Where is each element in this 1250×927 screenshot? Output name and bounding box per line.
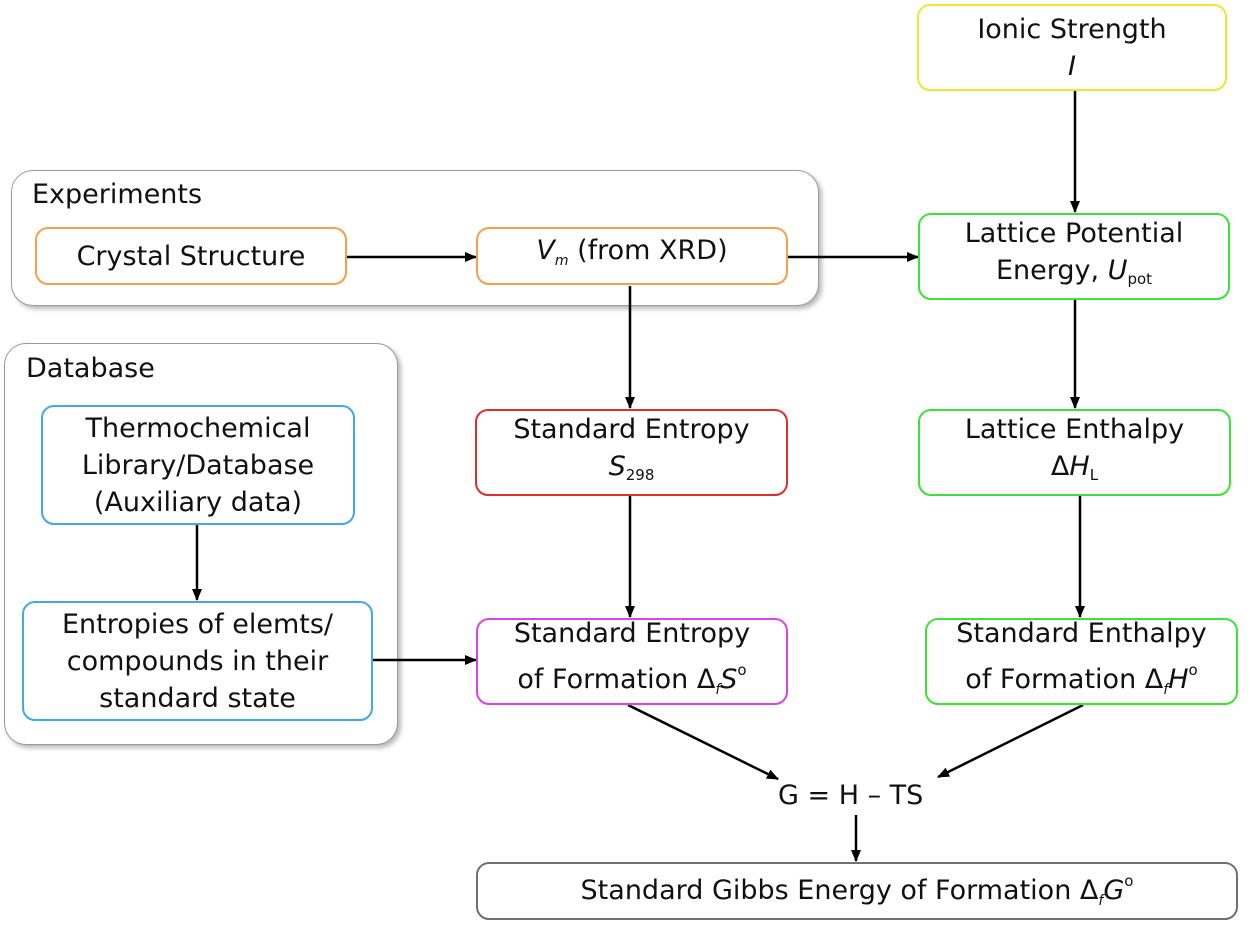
- entropy-formation-box: Standard Entropy of Formation ΔfSo: [476, 618, 788, 705]
- entropy-formation-delta: Δ: [696, 663, 716, 695]
- ionic-strength-symbol: I: [1068, 50, 1076, 82]
- enthalpy-formation-delta: Δ: [1144, 663, 1164, 695]
- standard-entropy-symbol: S: [608, 451, 626, 482]
- lattice-potential-box: Lattice Potential Energy, Upot: [918, 213, 1230, 300]
- lattice-potential-symbol: U: [1107, 255, 1128, 286]
- database-group-label: Database: [26, 353, 155, 384]
- lattice-enthalpy-line2: ΔHL: [1051, 448, 1098, 494]
- thermo-library-line2: Library/Database: [81, 449, 315, 481]
- thermo-library-line3: (Auxiliary data): [93, 486, 303, 518]
- standard-entropy-line1: Standard Entropy: [513, 414, 750, 445]
- enthalpy-formation-line1: Standard Enthalpy: [956, 617, 1207, 649]
- entropy-formation-line2: of Formation ΔfSo: [517, 652, 746, 709]
- entropy-formation-symbol: S: [720, 663, 738, 695]
- gibbs-formation-delta: Δ: [1079, 874, 1099, 906]
- entropies-elements-line3: standard state: [99, 682, 296, 714]
- vm-symbol: V: [536, 235, 555, 266]
- lattice-enthalpy-line1: Lattice Enthalpy: [964, 414, 1185, 445]
- enthalpy-formation-superscript: o: [1188, 660, 1198, 679]
- enthalpy-formation-line2-text: of Formation: [965, 663, 1145, 695]
- entropy-formation-line1: Standard Entropy: [513, 617, 751, 649]
- crystal-structure-label: Crystal Structure: [76, 240, 306, 272]
- lattice-potential-subscript: pot: [1127, 270, 1153, 288]
- lattice-enthalpy-box: Lattice Enthalpy ΔHL: [918, 409, 1231, 496]
- entropies-elements-line2: compounds in their: [66, 645, 329, 677]
- entropy-formation-superscript: o: [737, 660, 747, 679]
- vm-box: Vm (from XRD): [476, 227, 788, 285]
- gibbs-formation-superscript: o: [1124, 871, 1134, 890]
- vm-subscript: m: [554, 253, 569, 269]
- thermo-library-line1: Thermochemical: [85, 412, 311, 444]
- gibbs-formation-box: Standard Gibbs Energy of Formation ΔfGo: [476, 862, 1238, 920]
- experiments-group-label: Experiments: [32, 179, 203, 210]
- standard-entropy-line2: S298: [609, 448, 655, 494]
- lattice-potential-line2-text: Energy,: [995, 255, 1108, 286]
- ionic-strength-label: Ionic Strength: [977, 13, 1167, 45]
- vm-label: Vm (from XRD): [536, 232, 727, 280]
- entropy-formation-subscript: f: [715, 681, 721, 698]
- entropies-elements-box: Entropies of elemts/ compounds in their …: [22, 601, 373, 721]
- gibbs-formation-subscript: f: [1098, 892, 1104, 909]
- enthalpy-formation-box: Standard Enthalpy of Formation ΔfHo: [925, 618, 1238, 705]
- crystal-structure-box: Crystal Structure: [35, 227, 347, 285]
- enthalpy-formation-line2: of Formation ΔfHo: [965, 652, 1197, 709]
- gibbs-equation: G = H – TS: [778, 780, 924, 811]
- ionic-strength-box: Ionic Strength I: [917, 4, 1227, 91]
- lattice-potential-line1: Lattice Potential: [964, 218, 1184, 249]
- enthalpy-formation-symbol: H: [1168, 663, 1189, 695]
- standard-entropy-subscript: 298: [625, 466, 655, 484]
- thermo-library-box: Thermochemical Library/Database (Auxilia…: [41, 405, 355, 525]
- enthalpy-formation-subscript: f: [1163, 681, 1169, 698]
- lattice-enthalpy-symbol: H: [1069, 451, 1090, 482]
- standard-entropy-box: Standard Entropy S298: [475, 409, 788, 496]
- gibbs-formation-label: Standard Gibbs Energy of Formation ΔfGo: [581, 863, 1134, 920]
- lattice-enthalpy-subscript: L: [1089, 466, 1099, 484]
- gibbs-formation-text: Standard Gibbs Energy of Formation: [580, 874, 1080, 906]
- gibbs-formation-symbol: G: [1103, 874, 1125, 906]
- vm-text: (from XRD): [568, 235, 728, 266]
- entropy-formation-line2-text: of Formation: [517, 663, 697, 695]
- lattice-enthalpy-delta: Δ: [1050, 451, 1070, 482]
- entropies-elements-line1: Entropies of elemts/: [61, 608, 334, 640]
- arrow-entropy-formation-to-equation: [627, 703, 779, 781]
- arrow-enthalpy-formation-to-equation: [937, 703, 1084, 779]
- lattice-potential-line2: Energy, Upot: [996, 252, 1152, 298]
